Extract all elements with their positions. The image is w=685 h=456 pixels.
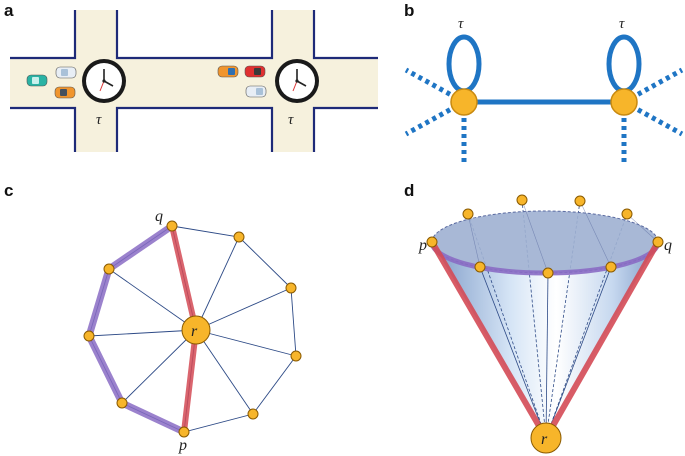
panel-a-label: a bbox=[4, 1, 14, 20]
red-edge-left bbox=[429, 240, 549, 440]
boundary-nodes bbox=[83, 220, 302, 438]
car-icon bbox=[245, 85, 267, 98]
tau-left-label: τ bbox=[458, 16, 464, 32]
panel-d: d bbox=[404, 181, 672, 454]
dashed-edges bbox=[404, 67, 684, 166]
vertex-p-label: p bbox=[418, 237, 427, 254]
apex-node bbox=[530, 422, 562, 454]
top-spokes bbox=[467, 199, 659, 274]
panel-c-label: c bbox=[4, 181, 13, 200]
red-edge-right bbox=[543, 240, 661, 440]
graph-node bbox=[610, 88, 638, 116]
self-loop-icon bbox=[606, 34, 642, 94]
center-node bbox=[181, 315, 211, 345]
car-icon bbox=[244, 65, 266, 78]
vertex-q-label: q bbox=[155, 208, 163, 225]
panel-d-label: d bbox=[404, 181, 414, 200]
clock-icon bbox=[81, 58, 127, 104]
car-icon bbox=[54, 86, 76, 99]
panel-a: a bbox=[4, 1, 378, 152]
panel-c: c r bbox=[4, 181, 302, 454]
car-icon bbox=[26, 74, 48, 87]
tau-left-label: τ bbox=[96, 112, 102, 128]
vertex-q-label: q bbox=[664, 237, 672, 254]
panel-b-label: b bbox=[404, 1, 414, 20]
apex-label: r bbox=[541, 431, 548, 448]
road-network bbox=[10, 10, 378, 152]
graph-node bbox=[450, 88, 478, 116]
rim-nodes bbox=[426, 194, 664, 279]
boundary-path bbox=[85, 223, 186, 436]
clock-icon bbox=[274, 58, 320, 104]
vertex-p-label: p bbox=[178, 437, 187, 454]
tau-right-label: τ bbox=[619, 16, 625, 32]
cone-generators bbox=[467, 199, 628, 439]
panel-b: b τ τ bbox=[404, 1, 684, 166]
center-label: r bbox=[191, 323, 198, 340]
self-loop-icon bbox=[446, 34, 482, 94]
car-icon bbox=[217, 65, 239, 78]
car-icon bbox=[55, 66, 77, 79]
tau-right-label: τ bbox=[288, 112, 294, 128]
